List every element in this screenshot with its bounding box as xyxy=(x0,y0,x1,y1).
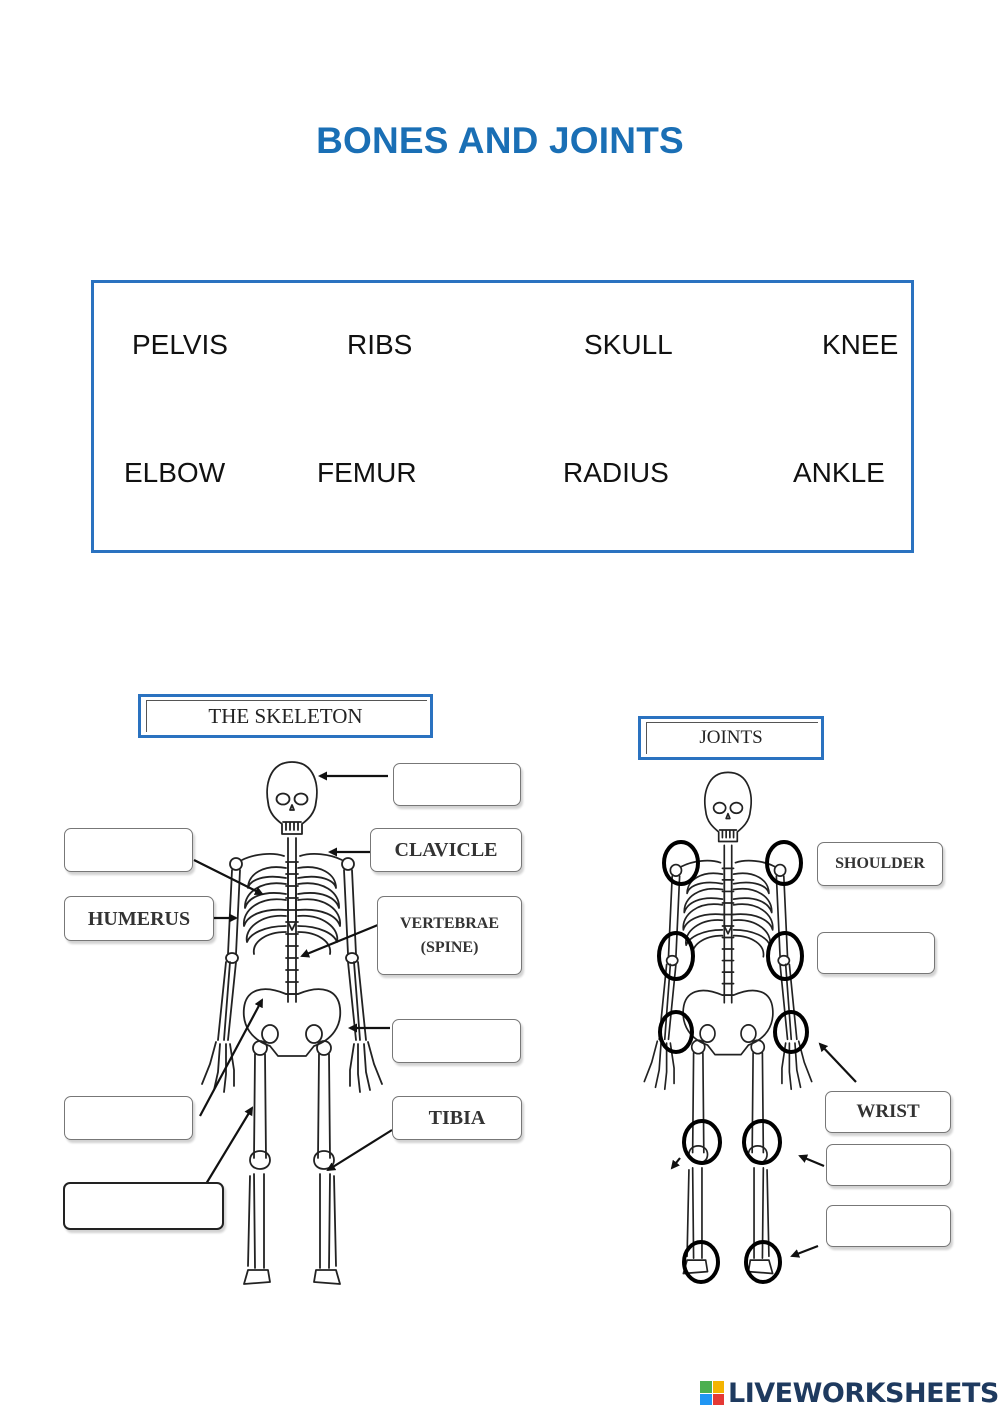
word-bank-item: FEMUR xyxy=(317,457,417,488)
vertebrae-label-line2: (SPINE) xyxy=(420,938,479,956)
word-bank-item: RIBS xyxy=(347,329,413,360)
skeleton-header: THE SKELETON xyxy=(138,694,433,738)
wrist-label: WRIST xyxy=(825,1091,951,1133)
skeleton-header-text: THE SKELETON xyxy=(208,703,363,728)
logo-text: LIVEWORKSHEETS xyxy=(728,1377,999,1409)
clavicle-label: CLAVICLE xyxy=(370,828,522,872)
femur-answer-box[interactable] xyxy=(63,1182,224,1230)
word-bank-item: RADIUS xyxy=(563,457,669,488)
word-bank-item: KNEE xyxy=(822,329,899,360)
page-title: BONES AND JOINTS xyxy=(316,120,684,161)
tibia-label: TIBIA xyxy=(392,1096,522,1140)
knee-answer-box[interactable] xyxy=(826,1144,951,1186)
humerus-label: HUMERUS xyxy=(64,896,214,941)
ankle-answer-box[interactable] xyxy=(826,1205,951,1247)
joints-header-text: JOINTS xyxy=(699,727,763,748)
shoulder-label: SHOULDER xyxy=(817,842,943,886)
word-bank-item: PELVIS xyxy=(132,329,228,360)
vertebrae-label-line1: VERTEBRAE xyxy=(399,915,499,933)
word-bank-item: ANKLE xyxy=(793,457,885,488)
liveworksheets-logo-icon xyxy=(700,1381,724,1405)
liveworksheets-logo: LIVEWORKSHEETS xyxy=(700,1376,999,1410)
skull-answer-box[interactable] xyxy=(393,763,521,806)
joints-header: JOINTS xyxy=(638,716,824,760)
vertebrae-label: VERTEBRAE (SPINE) xyxy=(377,896,522,975)
word-bank-item: ELBOW xyxy=(124,457,226,488)
pelvis-answer-box[interactable] xyxy=(64,1096,193,1140)
elbow-answer-box[interactable] xyxy=(817,932,935,974)
ribs-answer-box[interactable] xyxy=(64,828,193,872)
word-bank-item: SKULL xyxy=(584,329,673,360)
radius-answer-box[interactable] xyxy=(392,1019,521,1063)
word-bank: PELVIS RIBS SKULL KNEE ELBOW FEMUR RADIU… xyxy=(91,280,914,553)
